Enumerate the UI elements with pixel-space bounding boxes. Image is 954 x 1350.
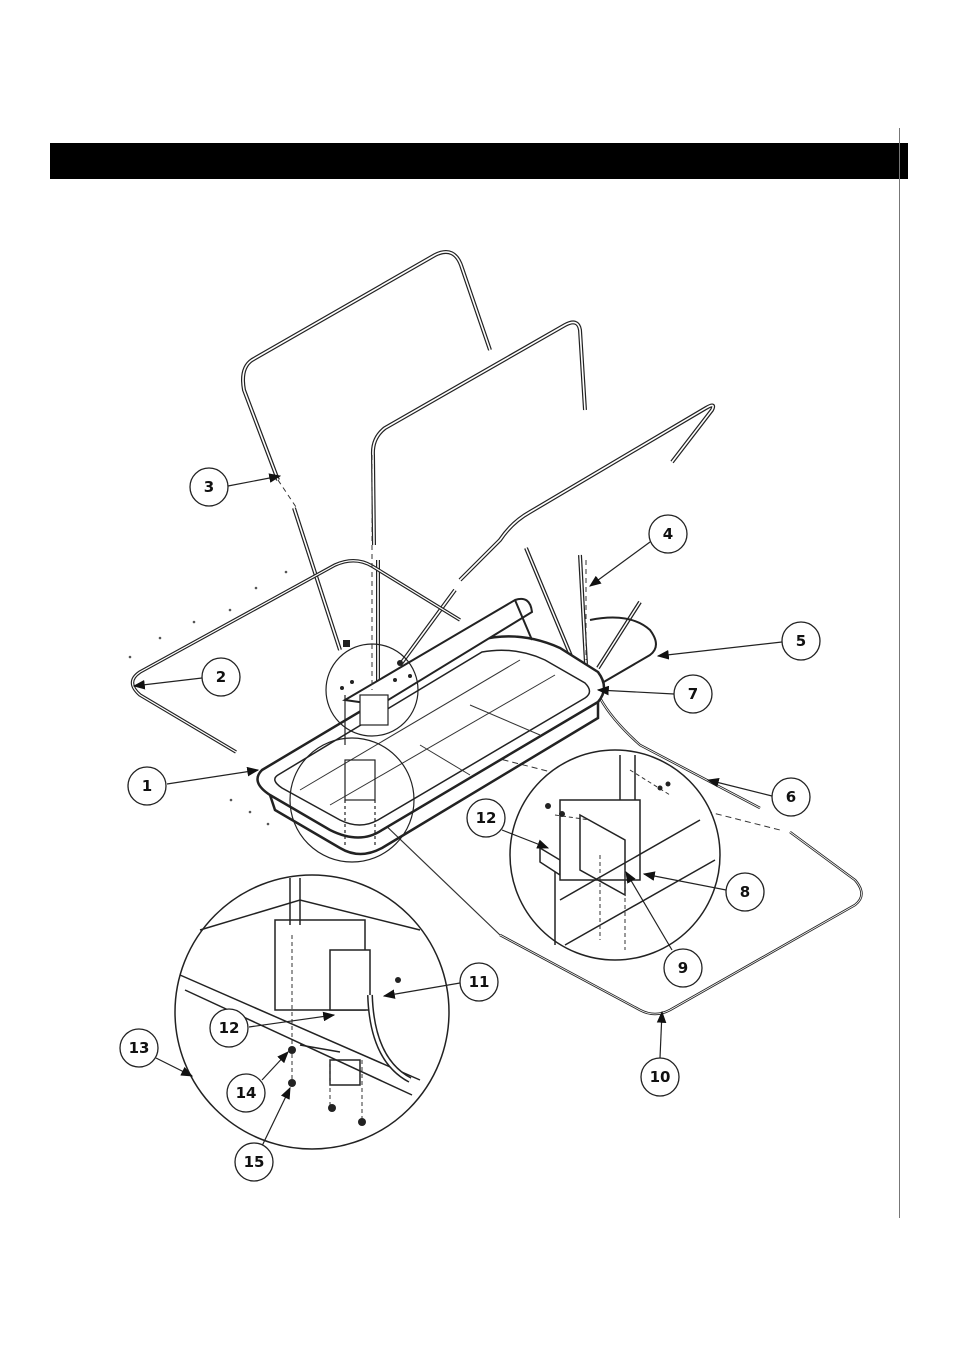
svg-text:3: 3 [204,478,214,496]
svg-text:1: 1 [142,777,152,795]
callout-5: 5 [658,622,820,660]
detail-view-bracket [510,750,720,960]
svg-text:11: 11 [469,973,490,991]
svg-text:12: 12 [476,809,497,827]
svg-text:13: 13 [129,1039,150,1057]
svg-text:2: 2 [216,668,226,686]
callout-10: 10 [641,1012,679,1096]
svg-text:8: 8 [740,883,750,901]
svg-text:5: 5 [796,632,806,650]
svg-text:7: 7 [688,685,698,703]
callout-4: 4 [590,515,687,586]
callout-3: 3 [190,468,280,506]
detail-view-mount [175,875,449,1149]
callout-1: 1 [128,767,258,805]
callout-2: 2 [134,658,240,696]
svg-text:9: 9 [678,959,688,977]
svg-text:10: 10 [650,1068,671,1086]
svg-text:6: 6 [786,788,796,806]
svg-text:15: 15 [244,1153,265,1171]
svg-text:12: 12 [219,1019,240,1037]
callout-7: 7 [598,675,712,713]
svg-text:4: 4 [663,525,673,543]
svg-text:14: 14 [236,1084,257,1102]
callout-6: 6 [708,778,810,816]
